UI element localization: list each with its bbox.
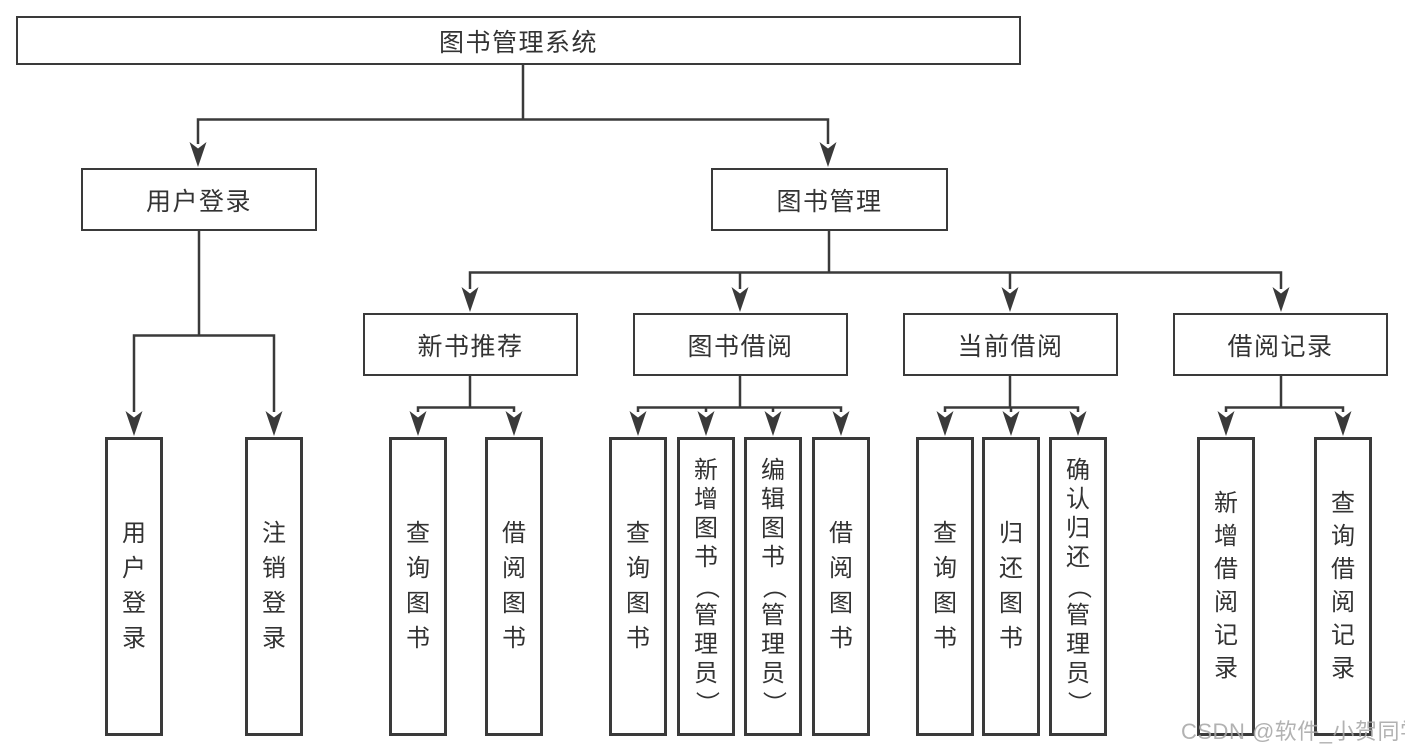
leaf-borrow-edit-books-admin: 编辑图书（管理员） — [744, 437, 802, 736]
node-borrow-records-label: 借阅记录 — [1227, 332, 1334, 361]
leaf-borrow-query-books: 查询图书 — [609, 437, 667, 736]
node-root-system-label: 图书管理系统 — [438, 28, 598, 57]
node-new-book-recommend: 新书推荐 — [363, 313, 578, 376]
node-book-borrow: 图书借阅 — [633, 313, 848, 376]
node-root-system: 图书管理系统 — [16, 16, 1021, 65]
leaf-current-confirm-return-admin: 确认归还（管理员） — [1049, 437, 1107, 736]
node-book-borrow-label: 图书借阅 — [687, 332, 794, 361]
leaf-user-login: 用户登录 — [105, 437, 163, 736]
leaf-record-add-borrow-record: 新增借阅记录 — [1197, 437, 1255, 736]
node-borrow-records: 借阅记录 — [1173, 313, 1388, 376]
connector-recommend-children — [409, 374, 523, 436]
node-current-borrow: 当前借阅 — [903, 313, 1118, 376]
leaf-current-return-books: 归还图书 — [982, 437, 1040, 736]
leaf-record-query-borrow-record: 查询借阅记录 — [1314, 437, 1372, 736]
connector-borrow-children — [629, 374, 850, 436]
leaf-borrow-add-books-admin: 新增图书（管理员） — [677, 437, 735, 736]
connector-user-login-children — [125, 229, 283, 436]
node-user-login-label: 用户登录 — [145, 187, 252, 216]
node-user-login: 用户登录 — [81, 168, 317, 231]
node-book-management-label: 图书管理 — [776, 187, 883, 216]
node-book-management: 图书管理 — [711, 168, 948, 231]
connector-root-to-level2 — [189, 64, 837, 167]
node-new-book-recommend-label: 新书推荐 — [417, 332, 524, 361]
connector-borrow-records-children — [1217, 374, 1352, 436]
leaf-recommend-query-books: 查询图书 — [389, 437, 447, 736]
leaf-current-query-books: 查询图书 — [916, 437, 974, 736]
connector-book-management-children — [461, 229, 1290, 312]
leaf-recommend-borrow-books: 借阅图书 — [485, 437, 543, 736]
leaf-borrow-borrow-books: 借阅图书 — [812, 437, 870, 736]
connector-current-borrow-children — [936, 374, 1087, 436]
csdn-watermark: CSDN @软件_小贺同学 — [1181, 719, 1405, 744]
leaf-logout: 注销登录 — [245, 437, 303, 736]
node-current-borrow-label: 当前借阅 — [957, 332, 1064, 361]
